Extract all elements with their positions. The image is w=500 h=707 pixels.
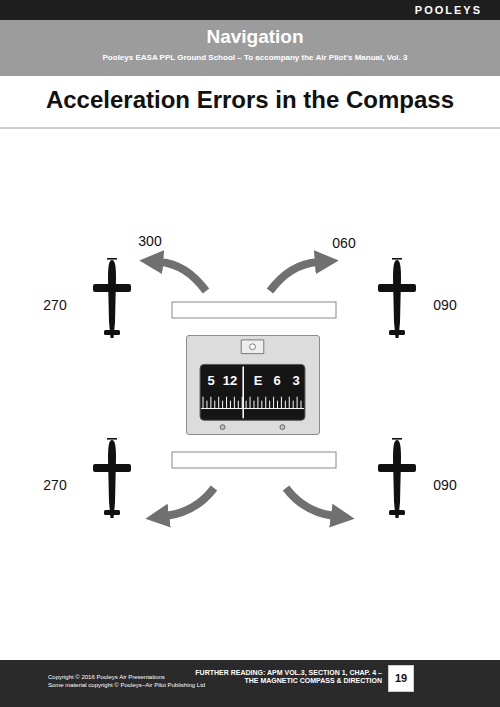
aircraft xyxy=(93,258,131,338)
top-strip: POOLEYS xyxy=(0,0,500,20)
heading-label: 090 xyxy=(433,297,456,313)
answer-box xyxy=(172,302,336,318)
page-number-box: 19 xyxy=(388,665,414,692)
heading-label: 090 xyxy=(433,477,456,493)
aircraft xyxy=(93,438,131,518)
further-reading: FURTHER READING: APM VOL.3, SECTION 1, C… xyxy=(194,669,382,685)
answer-box xyxy=(172,452,336,468)
heading-label: 270 xyxy=(43,297,66,313)
heading-label: 270 xyxy=(43,477,66,493)
compass-card-number: 3 xyxy=(292,374,299,389)
title-rule xyxy=(0,128,500,129)
header-band: NavigationPooleys EASA PPL Ground School… xyxy=(0,20,500,76)
page-number: 19 xyxy=(395,672,407,685)
heading-label: 060 xyxy=(332,235,355,251)
heading-label: 300 xyxy=(138,233,161,249)
compass-card-number: E xyxy=(254,374,263,389)
section-heading: Navigation xyxy=(206,26,303,48)
copyright-note: Some material copyright © Pooleys–Air Pi… xyxy=(48,682,205,689)
copyright-note: Copyright © 2016 Pooleys Air Presentatio… xyxy=(48,674,165,681)
turn-arrows xyxy=(160,262,334,516)
compass-face: 5 12 E63 xyxy=(186,335,320,435)
footer-band: Copyright © 2016 Pooleys Air Presentatio… xyxy=(0,660,500,707)
section-subtitle: Pooleys EASA PPL Ground School – To acco… xyxy=(103,53,408,62)
compass-card-number: 5 xyxy=(207,374,214,389)
page-title: Acceleration Errors in the Compass xyxy=(46,86,454,114)
brand-name: POOLEYS xyxy=(415,4,482,17)
aircraft xyxy=(378,438,416,518)
compass-card-number: 6 xyxy=(273,374,280,389)
aircraft xyxy=(378,258,416,338)
compass-card-number: 12 xyxy=(223,374,237,389)
